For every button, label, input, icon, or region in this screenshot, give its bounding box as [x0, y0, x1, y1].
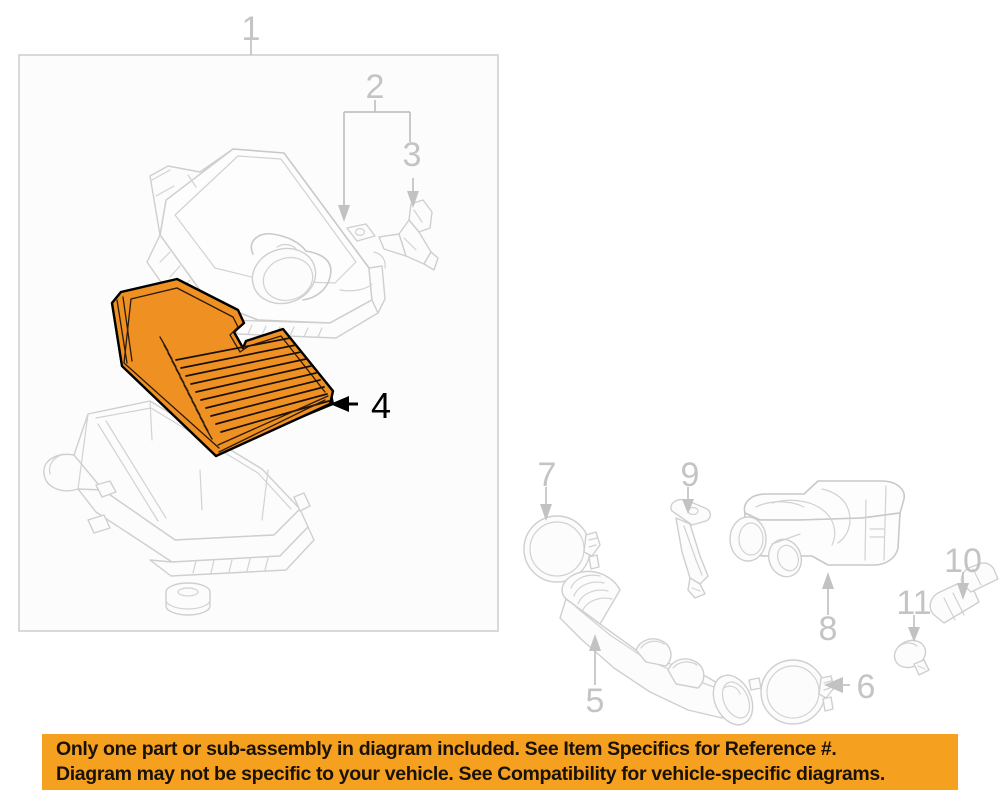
mounting-bracket	[670, 498, 712, 599]
callout-number-6: 6	[857, 668, 876, 706]
notice-line-2: Diagram may not be specific to your vehi…	[56, 763, 885, 785]
callout-4-leader	[330, 396, 358, 412]
mass-air-flow-sensor	[378, 199, 439, 271]
callout-5-leader	[589, 634, 601, 685]
callout-2-leader	[338, 100, 411, 222]
callout-number-3: 3	[403, 136, 422, 174]
air-filter-element	[110, 277, 335, 458]
callout-number-5: 5	[586, 682, 605, 720]
callout-number-2: 2	[366, 68, 385, 106]
callout-3-leader	[407, 178, 419, 208]
housing-grommet	[165, 582, 211, 616]
callout-number-9: 9	[681, 456, 700, 494]
grommet-plug	[893, 639, 930, 676]
callout-10-leader	[957, 572, 969, 600]
air-cleaner-lower-housing	[43, 400, 315, 577]
callout-9-leader	[682, 487, 694, 514]
callout-8-leader	[822, 572, 834, 615]
air-resonator-box	[729, 480, 906, 578]
callout-7-leader	[540, 487, 552, 521]
diagram-notice-banner: Only one part or sub-assembly in diagram…	[42, 734, 958, 790]
callout-number-7: 7	[538, 456, 557, 494]
callout-number-10: 10	[944, 542, 982, 580]
hose-clamp-lower	[760, 659, 835, 725]
notice-line-1: Only one part or sub-assembly in diagram…	[56, 738, 837, 760]
callout-6-leader	[824, 677, 850, 693]
callout-11-leader	[908, 615, 920, 642]
air-intake-hose	[559, 570, 762, 726]
callout-number-8: 8	[819, 610, 838, 648]
vent-connector	[929, 562, 999, 624]
callout-number-11: 11	[896, 584, 931, 622]
callout-number-1: 1	[242, 10, 261, 48]
callout-number-4: 4	[371, 385, 391, 426]
hose-clamp-upper	[523, 515, 601, 583]
